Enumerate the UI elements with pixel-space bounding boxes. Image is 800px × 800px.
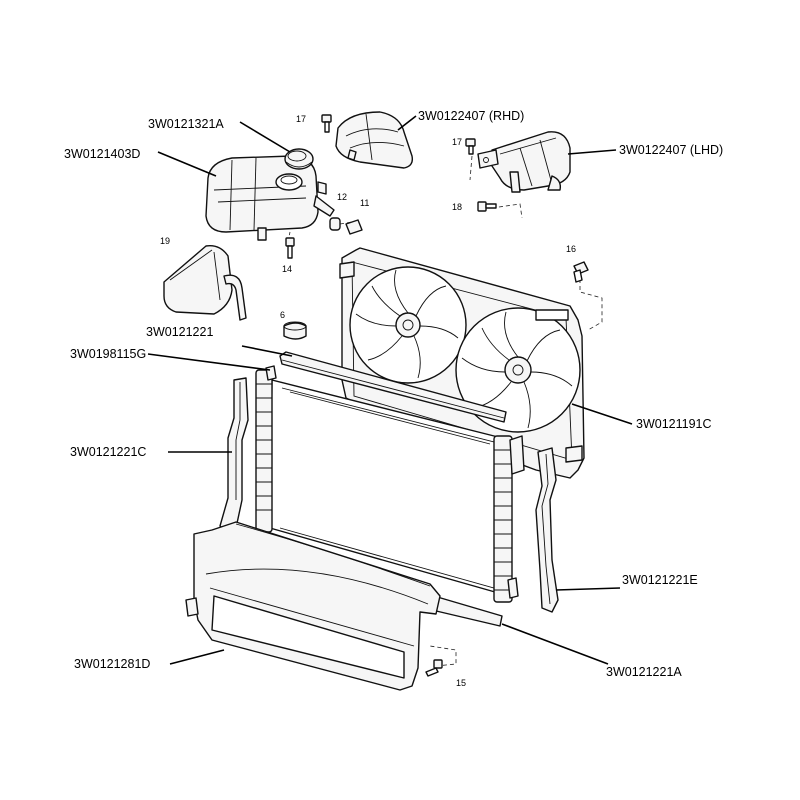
item-number-19: 19 [160,236,170,246]
label-3w0198115g: 3W0198115G [70,347,146,361]
bolt-16-icon [573,261,589,283]
item-number-6: 6 [280,310,285,320]
item-number-14: 14 [282,264,292,274]
label-3w0121191c: 3W0121191C [636,417,712,431]
bolt-18-icon [477,201,497,212]
reservoir-rhd [335,111,414,169]
label-3w0122407-rhd: 3W0122407 (RHD) [418,109,524,123]
radiator [255,365,525,603]
item-number-11: 11 [360,198,369,208]
bolt-14-icon [285,237,295,259]
callout-labels: 3W0121321A 3W0121403D 3W0122407 (RHD) 3W… [64,109,723,679]
label-3w0121221c: 3W0121221C [70,445,146,459]
bolt-15-icon [425,659,443,677]
radiator-left-tank [255,369,273,533]
label-3w0121221e: 3W0121221E [622,573,698,587]
item-number-17-lhd: 17 [452,137,462,147]
top-seal-strip [279,351,507,423]
leader-lines [147,115,633,665]
right-side-seal [535,447,559,613]
plug-6-icon [283,321,307,340]
bolt-17-rhd-icon [321,114,332,133]
item-number-15: 15 [456,678,466,688]
reservoir-lhd [477,131,571,193]
item-number-16: 16 [566,244,576,254]
label-3w0122407-lhd: 3W0122407 (LHD) [619,143,723,157]
hose-fittings [329,217,363,235]
item-number-12: 12 [337,192,347,202]
bolt-17-lhd-icon [465,138,476,155]
coolant-expansion-tank [205,155,335,241]
label-3w0121221a: 3W0121221A [606,665,682,679]
left-side-seal [219,377,249,533]
hose-cover-19 [163,245,247,321]
item-number-17-rhd: 17 [296,114,306,124]
radiator-right-tank [493,435,513,603]
label-3w0121403d: 3W0121403D [64,147,140,161]
air-deflector [185,521,441,691]
label-3w0121281d: 3W0121281D [74,657,150,671]
expansion-tank-cap [284,148,314,170]
label-3w0121221: 3W0121221 [146,325,213,339]
label-3w0121321a: 3W0121321A [148,117,224,131]
item-numbers: 17 17 18 12 11 14 19 6 16 15 [160,114,576,688]
item-number-18: 18 [452,202,462,212]
